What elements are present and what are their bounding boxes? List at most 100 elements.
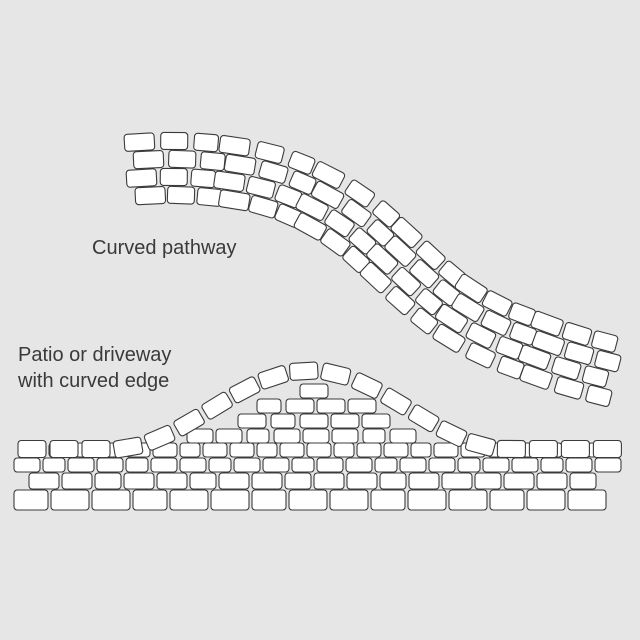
patio-edge-paver [257, 365, 289, 390]
patio-paver [346, 472, 378, 490]
patio-paver [13, 489, 49, 511]
patio-paver [362, 428, 386, 444]
patio-paver [169, 489, 209, 511]
patio-paver [565, 457, 593, 473]
patio-paver [233, 457, 261, 473]
patio-paver [156, 472, 188, 490]
patio-paver [567, 489, 607, 511]
pathway-paver [245, 176, 276, 199]
patio-paver [262, 457, 290, 473]
pathway-paver [223, 153, 257, 176]
pathway-paver [134, 185, 167, 206]
patio-paver [132, 489, 168, 511]
patio-paver [91, 489, 131, 511]
patio-paver [441, 472, 473, 490]
patio-edge-paver [592, 439, 622, 459]
pathway-paver [451, 293, 485, 323]
patio-paver [237, 413, 267, 429]
pathway-paver [531, 330, 565, 356]
patio-paver [433, 442, 459, 458]
patio-paver [288, 489, 328, 511]
pathway-paver [341, 199, 372, 228]
patio-paver [189, 472, 217, 490]
patio-paver [316, 457, 344, 473]
pathway-paver [517, 344, 552, 371]
patio-paver [302, 428, 330, 444]
patio-paver [331, 428, 359, 444]
patio-paver [410, 442, 432, 458]
patio-paver [28, 472, 60, 490]
curved-pathway-label: Curved pathway [92, 237, 237, 259]
patio-edge-paver [81, 439, 111, 459]
patio-paver [208, 457, 232, 473]
pathway-paver [553, 376, 585, 400]
pathway-paver [434, 303, 469, 334]
patio-paver [256, 398, 282, 414]
patio-paver [94, 472, 122, 490]
patio-paver [428, 457, 456, 473]
patio-paver [379, 472, 407, 490]
patio-edge-paver [288, 361, 319, 381]
patio-paver [333, 442, 355, 458]
pathway-paver [160, 131, 189, 151]
patio-paver [291, 457, 315, 473]
pathway-paver [385, 286, 416, 316]
pathway-paver [561, 322, 593, 346]
pathway-paver [359, 261, 392, 294]
patio-paver [125, 457, 149, 473]
curved-pathway-pavers [123, 131, 622, 407]
pathway-paver [293, 212, 327, 241]
patio-edge-paver [228, 376, 261, 404]
pathway-paver [391, 266, 422, 297]
patio-paver [42, 457, 66, 473]
patio-edge-paver [528, 439, 558, 459]
patio-paver [399, 457, 427, 473]
patio-paver [218, 472, 250, 490]
pathway-paver [563, 341, 595, 365]
patio-paver [251, 472, 283, 490]
pathway-paver [123, 132, 156, 152]
patio-paver [13, 457, 41, 473]
patio-label-line-1: Patio or driveway [18, 344, 172, 366]
patio-paver [96, 457, 124, 473]
pathway-paver [384, 235, 417, 267]
pathway-paver [248, 194, 279, 219]
patio-edge-paver [380, 387, 412, 416]
pathway-paver [159, 167, 188, 187]
patio-paver [503, 472, 535, 490]
patio-edge-paver [143, 424, 176, 451]
patio-paver [408, 472, 440, 490]
patio-paver [215, 428, 243, 444]
pathway-paver [454, 273, 488, 304]
patio-paver [356, 442, 382, 458]
patio-paver [279, 442, 305, 458]
pathway-paver [530, 310, 564, 337]
patio-paver [489, 489, 525, 511]
pathway-paver [465, 342, 496, 369]
pathway-paver [190, 168, 217, 189]
pathway-paver [594, 350, 622, 373]
pathway-paver [295, 193, 329, 221]
patio-paver [229, 442, 255, 458]
pathway-paver [481, 290, 513, 317]
patio-paver [123, 472, 155, 490]
pathway-paver [258, 160, 289, 184]
pathway-paver [218, 189, 251, 212]
patio-paver [61, 472, 93, 490]
patio-edge-paver [351, 372, 383, 399]
patio-paver [50, 489, 90, 511]
pathway-paver [193, 132, 220, 153]
patio-edge-paver [435, 420, 468, 447]
patio-paver [299, 383, 329, 399]
patio-edge-paver [201, 391, 233, 420]
patio-paver [536, 472, 568, 490]
pathway-paver [581, 365, 610, 388]
pathway-paver [125, 168, 158, 188]
patio-paver [374, 457, 398, 473]
patio-edge-paver [49, 439, 79, 459]
patio-paver [306, 442, 332, 458]
pathway-paver [432, 323, 466, 353]
pathway-paver [465, 322, 497, 349]
